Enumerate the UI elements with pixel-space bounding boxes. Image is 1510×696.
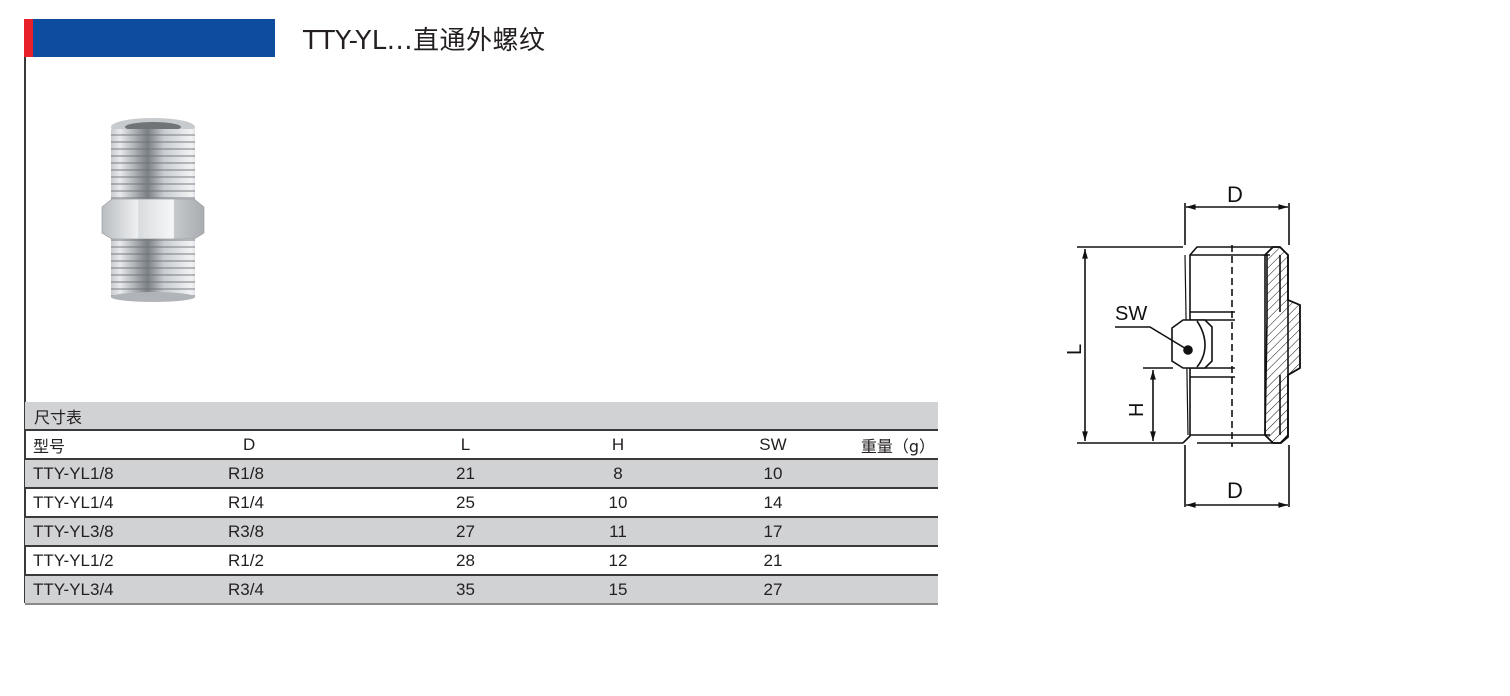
cell-d: R3/8 [228,521,264,541]
cell-h: 12 [608,550,628,570]
cell-model: TTY-YL1/8 [33,463,114,483]
cell-h: 10 [608,492,628,512]
col-header-l: L [460,434,471,454]
cell-d: R1/8 [228,463,264,483]
col-header-weight: 重量（g） [860,436,935,456]
table-header-row: 型号 D L H SW 重量（g） [25,431,938,460]
table-row: TTY-YL1/4 R1/4 25 10 14 [25,489,938,518]
top-d-label: D [1227,182,1243,207]
l-label: L [1064,344,1086,355]
cell-model: TTY-YL3/8 [33,521,114,541]
left-rule [24,19,26,603]
cell-d: R1/2 [228,550,264,570]
technical-drawing: D L SW H D [1064,182,1301,508]
table-caption: 尺寸表 [25,402,938,431]
cell-h: 11 [609,521,627,541]
cell-l: 35 [456,579,475,599]
cell-h: 15 [608,579,628,599]
h-label: H [1126,403,1148,417]
cell-sw: 10 [763,463,783,483]
cell-model: TTY-YL1/2 [33,550,114,570]
cell-model: TTY-YL3/4 [33,579,114,599]
cell-model: TTY-YL1/4 [33,492,114,512]
cell-sw: 21 [763,550,783,570]
col-header-sw: SW [759,434,787,454]
cell-l: 28 [456,550,475,570]
page-title: TTY-YL...直通外螺纹 [303,26,546,56]
col-header-model: 型号 [33,436,66,456]
cell-sw: 27 [763,579,783,599]
cell-sw: 17 [763,521,783,541]
table-row: TTY-YL3/8 R3/8 27 11 17 [25,518,938,547]
cell-h: 8 [613,463,623,483]
cell-l: 27 [456,521,475,541]
table-row: TTY-YL1/2 R1/2 28 12 21 [25,547,938,576]
bottom-d-label: D [1227,478,1243,503]
col-header-d: D [243,434,256,454]
table-row: TTY-YL1/8 R1/8 21 8 10 [25,460,938,489]
hex-nipple-photo-icon [101,118,205,302]
cell-l: 21 [456,463,475,483]
col-header-h: H [611,434,625,454]
header-accent [24,19,33,57]
cell-d: R1/4 [228,492,264,512]
cell-d: R3/4 [228,579,264,599]
header-banner [24,19,275,57]
cell-sw: 14 [763,492,783,512]
sw-label: SW [1115,303,1147,325]
cell-l: 25 [456,492,475,512]
table-row: TTY-YL3/4 R3/4 35 15 27 [25,576,938,605]
dimension-table: 尺寸表 型号 D L H SW 重量（g） TTY-YL1/8 R1/8 21 … [25,402,938,605]
